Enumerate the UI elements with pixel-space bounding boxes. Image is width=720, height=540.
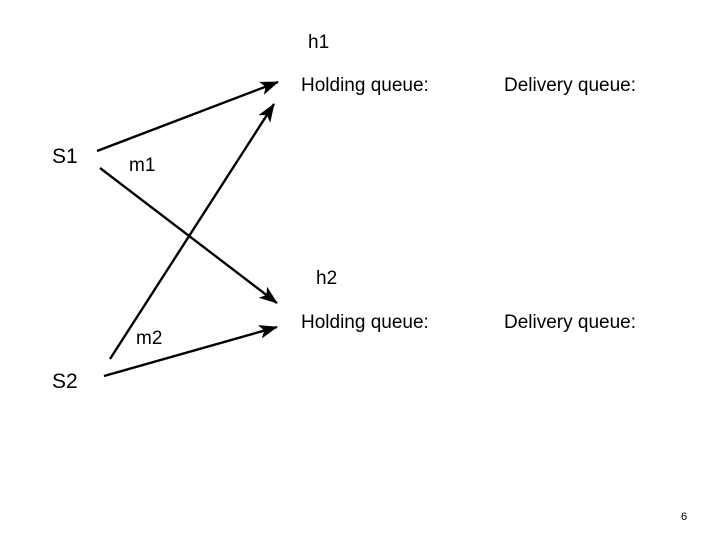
delivery-queue-label-h2: Delivery queue: <box>504 312 637 333</box>
holding-queue-label-h1: Holding queue: <box>301 75 429 96</box>
host-label-h2: h2 <box>316 268 338 289</box>
sender-label-s1: S1 <box>52 145 78 168</box>
arrow-s2-to-h2 <box>103 325 278 378</box>
sender-label-s2: S2 <box>52 370 78 393</box>
arrow-s1-to-h2 <box>99 167 278 304</box>
host-label-h1: h1 <box>308 32 330 53</box>
arrow-s1-to-h1 <box>96 80 279 153</box>
page-number: 6 <box>681 511 688 523</box>
message-label-m1: m1 <box>129 155 156 176</box>
arrow-s2-to-h1 <box>108 103 276 360</box>
delivery-queue-label-h1: Delivery queue: <box>504 75 637 96</box>
message-label-m2: m2 <box>136 328 163 349</box>
holding-queue-label-h2: Holding queue: <box>301 312 429 333</box>
